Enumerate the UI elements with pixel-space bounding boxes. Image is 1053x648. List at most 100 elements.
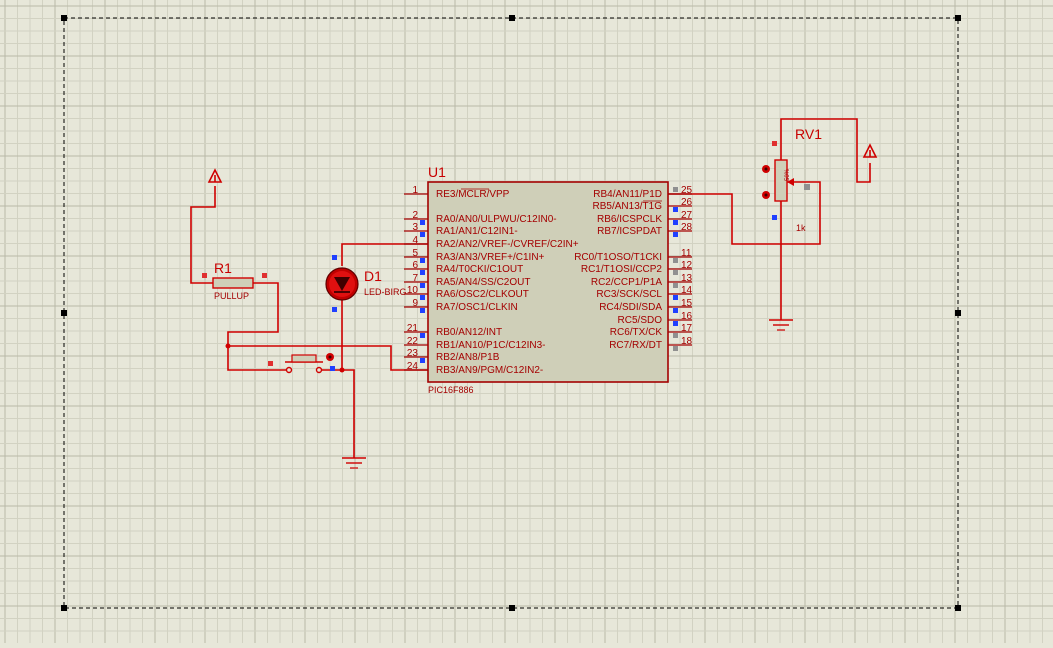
- mcu-pin-4[interactable]: 4 RA2/AN2/VREF-/CVREF/C2IN+: [404, 235, 579, 250]
- mcu-u1[interactable]: U1 PIC16F886 1 RE3/MCLR/VPP 2 RA0/AN0/ULPWU…: [404, 164, 693, 395]
- mcu-pin-number: 11: [681, 248, 692, 259]
- pin-marker: [673, 187, 678, 192]
- mcu-ref: U1: [428, 164, 446, 180]
- resistor-r1[interactable]: R1 PULLUP: [202, 260, 267, 301]
- mcu-pin-number: 1: [412, 185, 418, 196]
- rv1-ref: RV1: [795, 126, 822, 142]
- mcu-pin-number: 3: [412, 222, 418, 233]
- mcu-pin-21[interactable]: 21 RB0/AN12/INT: [404, 323, 502, 338]
- mcu-pin-2[interactable]: 2 RA0/AN0/ULPWU/C12IN0-: [404, 210, 557, 225]
- mcu-pin-number: 9: [412, 298, 418, 309]
- mcu-pin-label: RB2/AN8/P1B: [436, 352, 500, 363]
- sheet-border: [61, 15, 961, 611]
- mcu-pin-label: RC7/RX/DT: [609, 340, 662, 351]
- mcu-pin-11[interactable]: 11 RC0/T1OSO/T1CKI: [574, 248, 692, 263]
- mcu-pin-14[interactable]: 14 RC3/SCK/SCL: [596, 285, 693, 300]
- mcu-pin-number: 4: [412, 235, 418, 246]
- ground-left[interactable]: [342, 457, 366, 469]
- led-d1[interactable]: D1 LED-BIRG: [325, 255, 407, 312]
- pin-marker: [673, 232, 678, 237]
- mcu-pin-17[interactable]: 17 RC6/TX/CK: [610, 323, 693, 338]
- ground-right[interactable]: [769, 319, 793, 331]
- pin-marker: [420, 232, 425, 237]
- pin-marker: [673, 270, 678, 275]
- mcu-pin-number: 10: [407, 285, 419, 296]
- mcu-pin-22[interactable]: 22 RB1/AN10/P1C/C12IN3-: [404, 336, 546, 351]
- pin-marker: [673, 321, 678, 326]
- mcu-pin-label: RB0/AN12/INT: [436, 327, 502, 338]
- mcu-pin-24[interactable]: 24 RB3/AN9/PGM/C12IN2-: [404, 361, 543, 376]
- mcu-pin-number: 15: [681, 298, 693, 309]
- mcu-pin-label: RC3/SCK/SCL: [596, 289, 662, 300]
- mcu-body[interactable]: [427, 181, 669, 383]
- mcu-pin-label: RC4/SDI/SDA: [599, 302, 662, 313]
- mcu-pin-number: 23: [407, 348, 419, 359]
- mcu-pin-18[interactable]: 18 RC7/RX/DT: [609, 336, 693, 351]
- mcu-pin-number: 6: [412, 260, 418, 271]
- mcu-pin-label: RE3/MCLR/VPP: [436, 189, 510, 200]
- wires[interactable]: [190, 118, 871, 458]
- mcu-pin-number: 12: [681, 260, 693, 271]
- power-terminal-left[interactable]: [207, 168, 223, 183]
- mcu-pin-label: RA1/AN1/C12IN1-: [436, 226, 518, 237]
- mcu-pin-number: 7: [412, 273, 418, 284]
- mcu-pin-label: RA7/OSC1/CLKIN: [436, 302, 518, 313]
- mcu-pin-number: 22: [407, 336, 419, 347]
- mcu-pin-15[interactable]: 15 RC4/SDI/SDA: [599, 298, 693, 313]
- potentiometer-rv1[interactable]: 50% RV1 1k: [762, 126, 822, 233]
- rv1-wiper: 50%: [785, 168, 791, 181]
- mcu-part: PIC16F886: [428, 385, 474, 395]
- mcu-pin-9[interactable]: 9 RA7/OSC1/CLKIN: [404, 298, 518, 313]
- mcu-pin-3[interactable]: 3 RA1/AN1/C12IN1-: [404, 222, 518, 237]
- r1-value: PULLUP: [214, 291, 249, 301]
- mcu-pin-1[interactable]: 1 RE3/MCLR/VPP: [404, 185, 510, 200]
- d1-ref: D1: [364, 268, 382, 284]
- power-terminal-right[interactable]: [862, 143, 878, 158]
- mcu-pin-number: 17: [681, 323, 693, 334]
- pin-marker: [420, 308, 425, 313]
- mcu-pin-number: 24: [407, 361, 419, 372]
- pin-marker: [420, 333, 425, 338]
- mcu-pin-number: 13: [681, 273, 693, 284]
- mcu-pin-label: RA0/AN0/ULPWU/C12IN0-: [436, 214, 557, 225]
- mcu-pin-number: 18: [681, 336, 693, 347]
- d1-value: LED-BIRG: [364, 287, 407, 297]
- mcu-pin-number: 16: [681, 311, 693, 322]
- push-button[interactable]: [268, 353, 335, 374]
- pin-marker: [673, 220, 678, 225]
- pin-marker: [420, 295, 425, 300]
- mcu-pin-label: RC6/TX/CK: [610, 327, 663, 338]
- mcu-pin-number: 26: [681, 197, 693, 208]
- mcu-pin-number: 14: [681, 285, 693, 296]
- mcu-pin-label: RB3/AN9/PGM/C12IN2-: [436, 365, 543, 376]
- mcu-pin-label: RB4/AN11/P1D: [593, 189, 662, 200]
- mcu-pin-label: RA2/AN2/VREF-/CVREF/C2IN+: [436, 239, 579, 250]
- mcu-pin-number: 21: [407, 323, 419, 334]
- pin-marker: [420, 220, 425, 225]
- pin-marker: [420, 270, 425, 275]
- rv1-value: 1k: [796, 223, 806, 233]
- mcu-pin-number: 28: [681, 222, 693, 233]
- mcu-pin-16[interactable]: 16 RC5/SDO: [618, 311, 693, 326]
- mcu-pin-label: RC5/SDO: [618, 315, 663, 326]
- mcu-pin-23[interactable]: 23 RB2/AN8/P1B: [404, 348, 500, 363]
- mcu-pin-label: RC0/T1OSO/T1CKI: [574, 252, 662, 263]
- pin-marker: [673, 346, 678, 351]
- mcu-pin-label: RB1/AN10/P1C/C12IN3-: [436, 340, 546, 351]
- mcu-pin-label: RB6/ICSPCLK: [597, 214, 662, 225]
- pin-marker: [673, 207, 678, 212]
- mcu-pin-number: 2: [412, 210, 418, 221]
